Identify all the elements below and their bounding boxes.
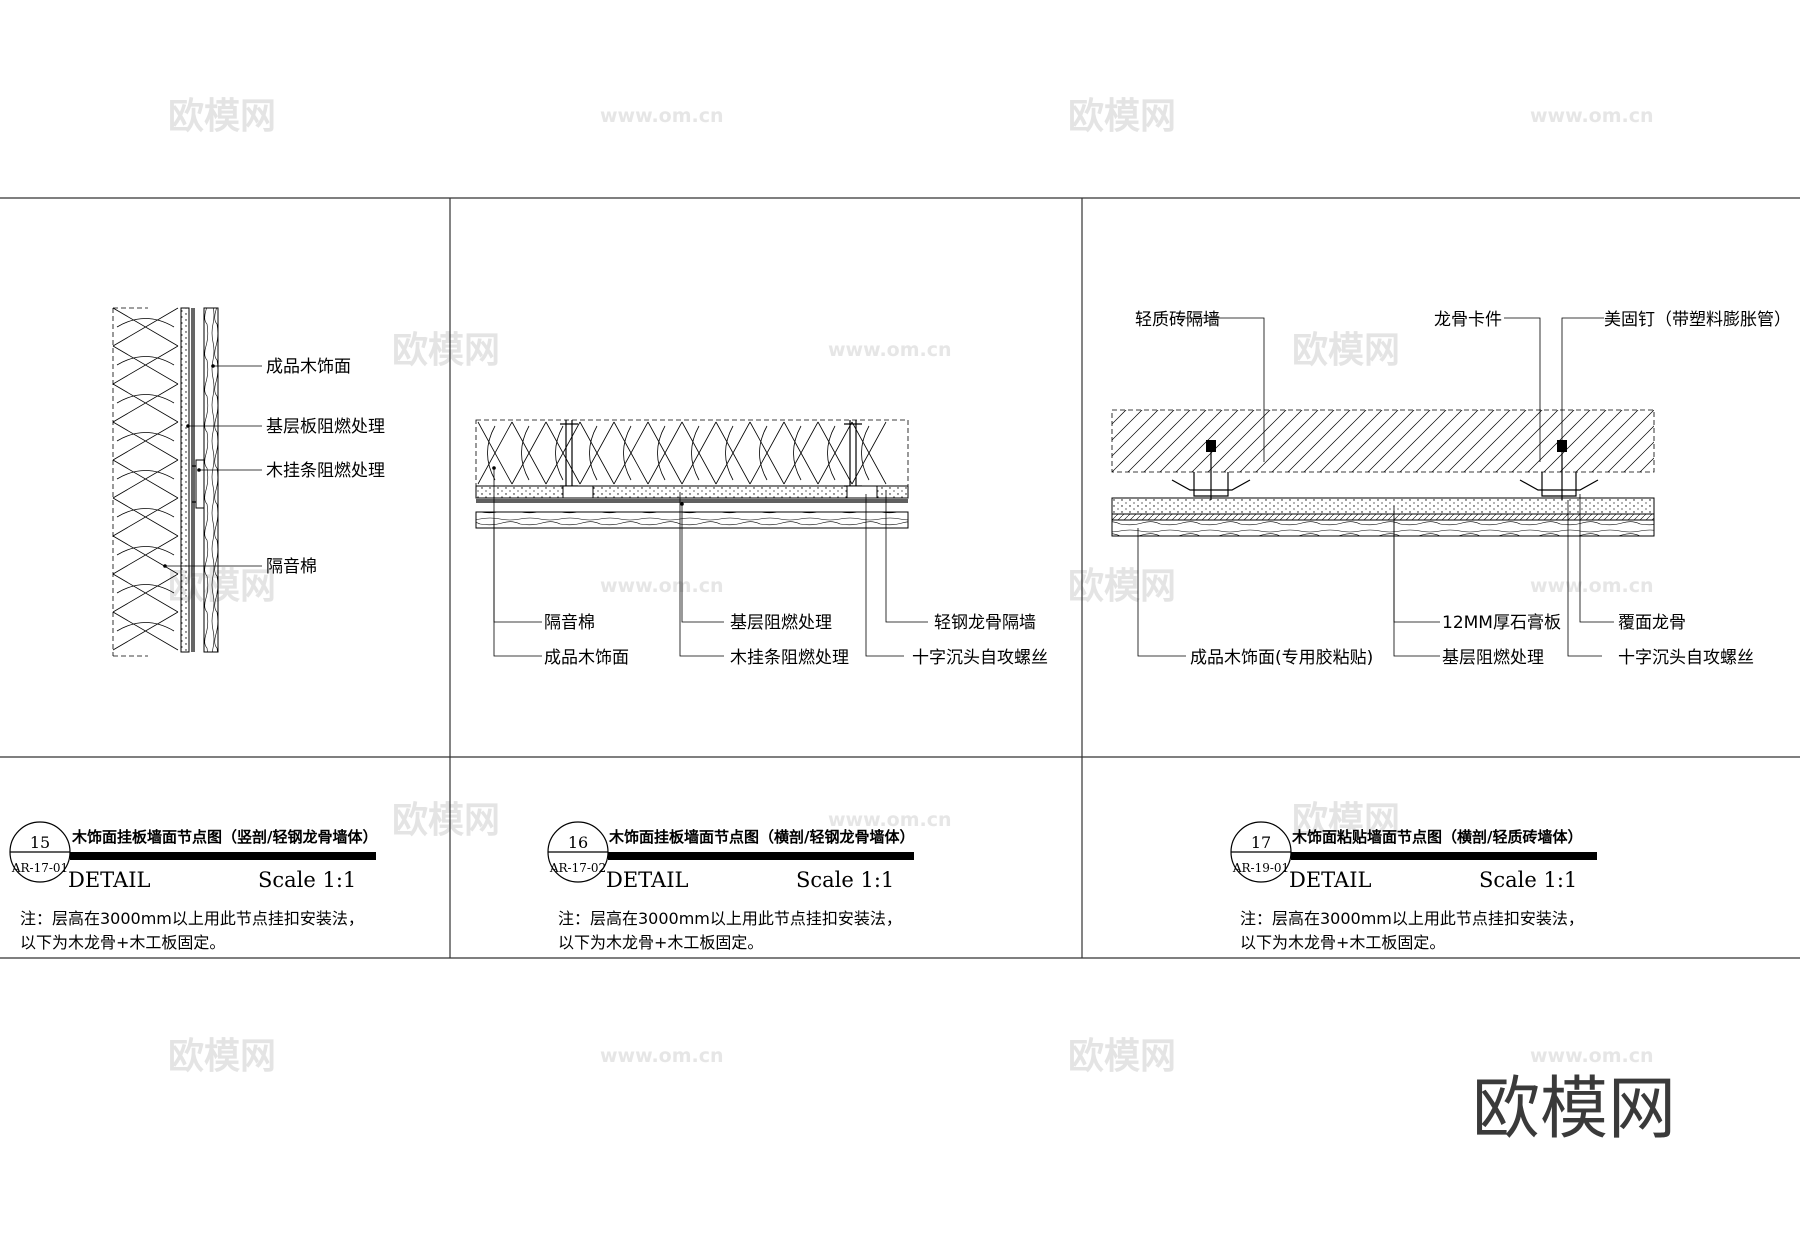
- detail-note-line1: 注：层高在3000mm以上用此节点挂扣安装法，: [558, 909, 902, 928]
- watermark-layer: 欧模网 www.om.cn 欧模网 www.om.cn 欧模网 www.om.c…: [168, 96, 1654, 1077]
- detail-word: DETAIL: [1289, 868, 1371, 892]
- watermark-url: www.om.cn: [600, 575, 724, 597]
- watermark-brand: 欧模网: [392, 330, 500, 371]
- watermark-brand: 欧模网: [1292, 330, 1400, 371]
- detail-scale: Scale 1:1: [1479, 868, 1577, 892]
- detail-17-title-block: 17 AR-19-01 木饰面粘贴墙面节点图（横剖/轻质砖墙体） DETAIL …: [1230, 821, 1597, 952]
- detail-17-drawing: [1111, 317, 1655, 657]
- detail-note-line2: 以下为木龙骨+木工板固定。: [20, 933, 225, 952]
- watermark-url: www.om.cn: [1530, 575, 1654, 597]
- label-hanging-strip: 木挂条阻燃处理: [730, 648, 849, 668]
- insulation-pattern: [112, 307, 179, 651]
- detail-note-line1: 注：层高在3000mm以上用此节点挂扣安装法，: [1240, 909, 1584, 928]
- detail-number: 15: [30, 833, 50, 852]
- detail-note-line2: 以下为木龙骨+木工板固定。: [558, 933, 763, 952]
- watermark-url: www.om.cn: [600, 105, 724, 127]
- watermark-brand: 欧模网: [168, 96, 276, 137]
- label-finish-veneer-glued: 成品木饰面(专用胶粘贴): [1190, 648, 1373, 668]
- label-finish-veneer: 成品木饰面: [266, 357, 351, 377]
- detail-number: 16: [568, 833, 588, 852]
- detail-title: 木饰面挂板墙面节点图（横剖/轻钢龙骨墙体）: [608, 828, 914, 846]
- label-insulation: 隔音棉: [266, 557, 317, 577]
- detail-15-labels: 成品木饰面 基层板阻燃处理 木挂条阻燃处理 隔音棉: [266, 357, 385, 577]
- watermark-brand: 欧模网: [1068, 96, 1176, 137]
- detail-15-drawing: [112, 307, 262, 657]
- label-stud-clip: 龙骨卡件: [1434, 310, 1502, 330]
- detail-16-drawing: [475, 419, 928, 657]
- watermark-url: www.om.cn: [1530, 1045, 1654, 1067]
- label-gypsum-board: 12MM厚石膏板: [1442, 612, 1561, 633]
- watermark-brand: 欧模网: [392, 800, 500, 841]
- label-anchor-nail: 美固钉（带塑料膨胀管）: [1604, 310, 1791, 330]
- sheet-frame: [0, 197, 1800, 959]
- detail-title: 木饰面粘贴墙面节点图（横剖/轻质砖墙体）: [1291, 828, 1582, 846]
- detail-number: 17: [1251, 833, 1271, 852]
- detail-16-labels: 隔音棉 成品木饰面 基层阻燃处理 木挂条阻燃处理 轻钢龙骨隔墙 十字沉头自攻螺丝: [544, 613, 1048, 668]
- detail-title: 木饰面挂板墙面节点图（竖剖/轻钢龙骨墙体）: [71, 828, 377, 846]
- watermark-url: www.om.cn: [828, 809, 952, 831]
- label-base-board: 基层板阻燃处理: [266, 417, 385, 437]
- watermark-brand: 欧模网: [1068, 566, 1176, 607]
- watermark-url: www.om.cn: [828, 339, 952, 361]
- watermark-url: www.om.cn: [600, 1045, 724, 1067]
- detail-ref: AR-19-01: [1232, 861, 1289, 875]
- detail-ref: AR-17-02: [549, 861, 606, 875]
- label-base-board: 基层阻燃处理: [730, 613, 832, 633]
- detail-scale: Scale 1:1: [796, 868, 894, 892]
- watermark-brand: 欧模网: [1292, 800, 1400, 841]
- detail-15-title-block: 15 AR-17-01 木饰面挂板墙面节点图（竖剖/轻钢龙骨墙体） DETAIL…: [9, 821, 377, 952]
- detail-note-line2: 以下为木龙骨+木工板固定。: [1240, 933, 1445, 952]
- detail-16-title-block: 16 AR-17-02 木饰面挂板墙面节点图（横剖/轻钢龙骨墙体） DETAIL…: [547, 821, 914, 952]
- label-finish-veneer: 成品木饰面: [544, 648, 629, 668]
- label-countersunk-screw: 十字沉头自攻螺丝: [912, 648, 1048, 668]
- stud-clip-left: [1171, 440, 1251, 500]
- watermark-brand: 欧模网: [168, 1036, 276, 1077]
- watermark-url: www.om.cn: [1530, 105, 1654, 127]
- detail-word: DETAIL: [606, 868, 688, 892]
- label-base-board: 基层阻燃处理: [1442, 648, 1544, 668]
- detail-17-labels: 轻质砖隔墙 龙骨卡件 美固钉（带塑料膨胀管） 成品木饰面(专用胶粘贴) 12MM…: [1135, 310, 1791, 668]
- label-hanging-strip: 木挂条阻燃处理: [266, 461, 385, 481]
- detail-ref: AR-17-01: [11, 861, 68, 875]
- detail-word: DETAIL: [68, 868, 150, 892]
- brand-logo-text: 欧模网: [1472, 1070, 1676, 1149]
- label-steel-stud-wall: 轻钢龙骨隔墙: [934, 613, 1036, 633]
- detail-note-line1: 注：层高在3000mm以上用此节点挂扣安装法，: [20, 909, 364, 928]
- label-light-brick-wall: 轻质砖隔墙: [1135, 310, 1220, 330]
- watermark-brand: 欧模网: [1068, 1036, 1176, 1077]
- label-insulation: 隔音棉: [544, 613, 595, 633]
- label-countersunk-screw: 十字沉头自攻螺丝: [1618, 648, 1754, 668]
- label-furring-channel: 覆面龙骨: [1618, 613, 1686, 633]
- detail-scale: Scale 1:1: [258, 868, 356, 892]
